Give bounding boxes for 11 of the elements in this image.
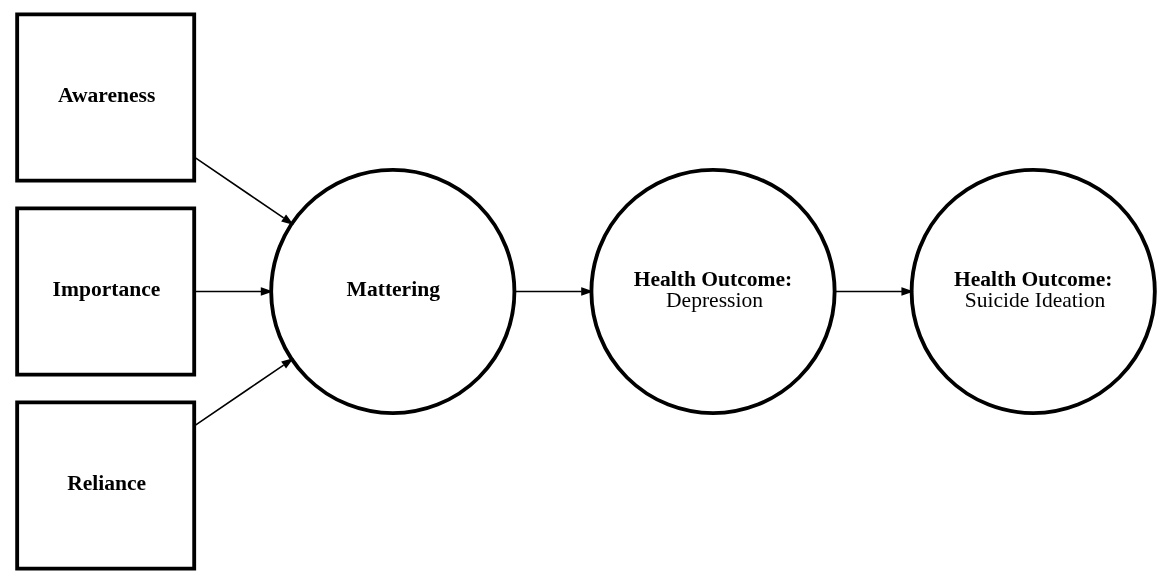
node-circle: Health Outcome: Suicide Ideation xyxy=(909,167,1157,416)
node-circle: Health Outcome: Depression xyxy=(588,167,837,416)
node-box: Awareness xyxy=(14,12,196,183)
arrow xyxy=(833,287,914,296)
node-box: Reliance xyxy=(14,400,196,571)
arrow xyxy=(513,287,594,296)
arrow xyxy=(193,156,294,225)
arrow xyxy=(193,287,273,296)
arrow xyxy=(193,358,294,427)
node-circle: Mattering xyxy=(268,167,516,416)
node-box: Importance xyxy=(14,206,196,377)
